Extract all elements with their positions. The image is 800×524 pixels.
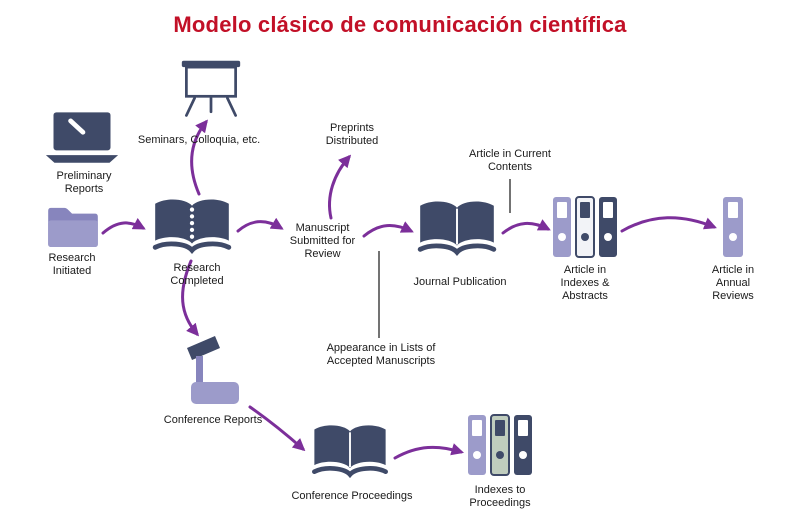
arrow-research-initiated-to-completed <box>101 217 146 235</box>
preliminary-reports-label: Preliminary Reports <box>56 170 112 196</box>
article-current-contents-label: Article in Current Contents <box>469 148 551 174</box>
arrow-indexes-abstracts-to-annual-reviews <box>620 216 717 233</box>
binder-icon <box>722 196 746 258</box>
folder-icon <box>46 206 100 248</box>
arrow-research-completed-to-manuscript <box>236 217 284 233</box>
lectern-icon <box>183 336 243 406</box>
journal-publication-label: Journal Publication <box>413 276 507 288</box>
presentation-board-icon <box>180 60 242 118</box>
indexes-proceedings-binders-icon <box>468 414 532 476</box>
conference-proceedings-label: Conference Proceedings <box>291 490 413 502</box>
appearance-lists-label: Appearance in Lists of Accepted Manuscri… <box>326 342 436 368</box>
article-annual-reviews-label: Article in Annual Reviews <box>711 264 755 303</box>
arrow-manuscript-to-journal <box>362 221 414 238</box>
indexes-proceedings-label: Indexes to Proceedings <box>469 484 531 510</box>
arrow-research-completed-to-seminars <box>190 119 208 196</box>
open-book-icon <box>415 198 499 260</box>
binders-trio-icon <box>553 196 617 258</box>
preprints-distributed-label: Preprints Distributed <box>325 122 379 148</box>
diagram-title: Modelo clásico de comunicación científic… <box>173 12 627 37</box>
seminars-label: Seminars, Colloquia, etc. <box>137 134 261 146</box>
manuscript-submitted-label: Manuscript Submitted for Review <box>289 222 356 261</box>
arrow-journal-to-indexes-abstracts <box>501 219 551 235</box>
laptop-icon <box>44 112 120 164</box>
article-indexes-abstracts-label: Article in Indexes & Abstracts <box>560 264 610 303</box>
research-initiated-label: Research Initiated <box>48 252 96 278</box>
arrow-manuscript-to-preprints <box>328 154 352 220</box>
arrow-proceedings-to-indexes <box>393 443 465 460</box>
conference-reports-label: Conference Reports <box>163 414 263 426</box>
open-book-spiral-icon <box>150 196 234 258</box>
conference-proceedings-book-icon <box>310 422 390 482</box>
research-completed-label: Research Completed <box>170 262 224 288</box>
